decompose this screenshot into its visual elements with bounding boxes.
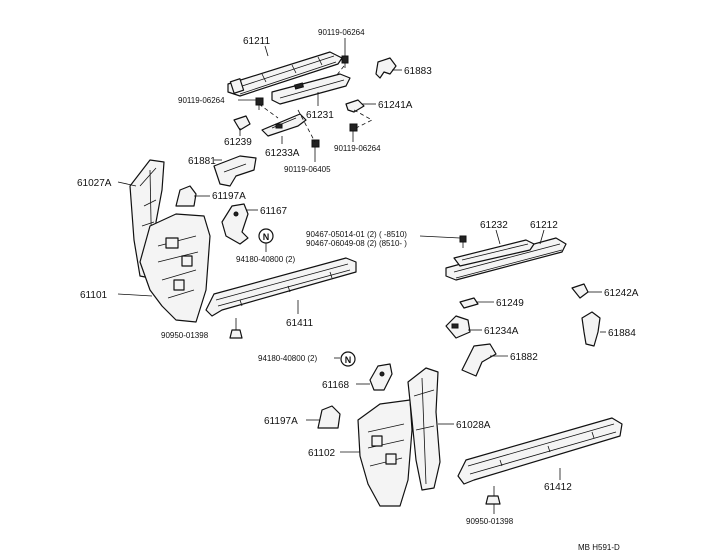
part-61412-rocker (457, 417, 623, 485)
label-61231: 61231 (306, 110, 334, 121)
label-90119-06264-c: 90119-06264 (334, 144, 381, 153)
part-61882-bracket (461, 343, 497, 377)
label-90119-06264-b: 90119-06264 (178, 96, 225, 105)
label-61412: 61412 (544, 482, 572, 493)
bolt-90119-06264-c (349, 123, 358, 136)
bolt-90467 (459, 235, 467, 248)
part-61234A-bracket (445, 315, 471, 339)
grommet-90950-01398-b (485, 486, 501, 505)
label-61881: 61881 (188, 156, 216, 167)
label-61028A: 61028A (456, 420, 491, 431)
label-90119-06264-a: 90119-06264 (318, 28, 365, 37)
part-61231-rail (271, 73, 351, 105)
part-61102-panel (357, 399, 413, 507)
label-61882: 61882 (510, 352, 538, 363)
part-61168-hinge (369, 363, 393, 391)
label-90950-01398-a: 90950-01398 (161, 331, 209, 340)
label-90119-06405: 90119-06405 (284, 165, 331, 174)
bolt-90119-06264-a (341, 55, 349, 68)
part-61881-bracket (213, 155, 257, 187)
bolt-90119-06264-b (255, 97, 264, 110)
part-61197A-pad-lower (317, 405, 341, 429)
part-61211-rail (227, 51, 343, 97)
label-61241A: 61241A (378, 100, 413, 111)
label-61232: 61232 (480, 220, 508, 231)
part-61212-rail (445, 237, 567, 281)
grommet-90950-01398-a (229, 318, 243, 339)
label-61102: 61102 (308, 448, 336, 459)
label-61167: 61167 (260, 206, 288, 217)
leader-lines (117, 38, 606, 514)
label-61234A: 61234A (484, 326, 519, 337)
part-61197A-pad-upper (175, 185, 197, 207)
part-61028A-pillar (407, 367, 441, 491)
label-61239: 61239 (224, 137, 252, 148)
part-61101-panel (139, 213, 211, 323)
label-61211: 61211 (243, 36, 271, 47)
bolt-90119-06405 (311, 139, 320, 153)
label-90467-a: 90467-05014-01 (2) ( -8510) (306, 230, 407, 239)
label-61883: 61883 (404, 66, 432, 77)
nut-94180-40800-b: N (340, 351, 356, 367)
nut-94180-40800-a: N (258, 228, 274, 244)
label-61027A: 61027A (77, 178, 112, 189)
note-symbol: N (263, 232, 270, 242)
label-61411: 61411 (286, 318, 314, 329)
part-61233A-bracket (261, 113, 307, 137)
label-61249: 61249 (496, 298, 524, 309)
label-94180-40800-b: 94180-40800 (2) (258, 354, 317, 363)
label-61233A: 61233A (265, 148, 300, 159)
label-61101: 61101 (80, 290, 108, 301)
part-labels: 61211 90119-06264 61883 90119-06264 6123… (77, 28, 639, 526)
part-61884-bracket (581, 311, 601, 347)
note-symbol: N (345, 355, 352, 365)
part-61239-clip (233, 115, 251, 131)
label-61212: 61212 (530, 220, 558, 231)
part-61242A-clip (571, 283, 589, 299)
label-61884: 61884 (608, 328, 636, 339)
label-94180-40800-a: 94180-40800 (2) (236, 255, 295, 264)
part-61232-rail (453, 239, 535, 267)
part-61249-clip (459, 297, 479, 309)
label-61242A: 61242A (604, 288, 639, 299)
part-61411-rocker (205, 257, 357, 317)
label-61168: 61168 (322, 380, 350, 391)
part-61241A-clip (345, 99, 365, 113)
label-90950-01398-b: 90950-01398 (466, 517, 514, 526)
part-61883-clip (375, 57, 397, 79)
leader-lines-upper (258, 65, 373, 143)
footer-code: MB H591-D (578, 543, 620, 552)
part-61167-hinge (221, 203, 249, 245)
label-61197A-b: 61197A (264, 416, 298, 427)
label-90467-b: 90467-06049-08 (2) (8510- ) (306, 239, 407, 248)
label-61197A-a: 61197A (212, 191, 246, 202)
